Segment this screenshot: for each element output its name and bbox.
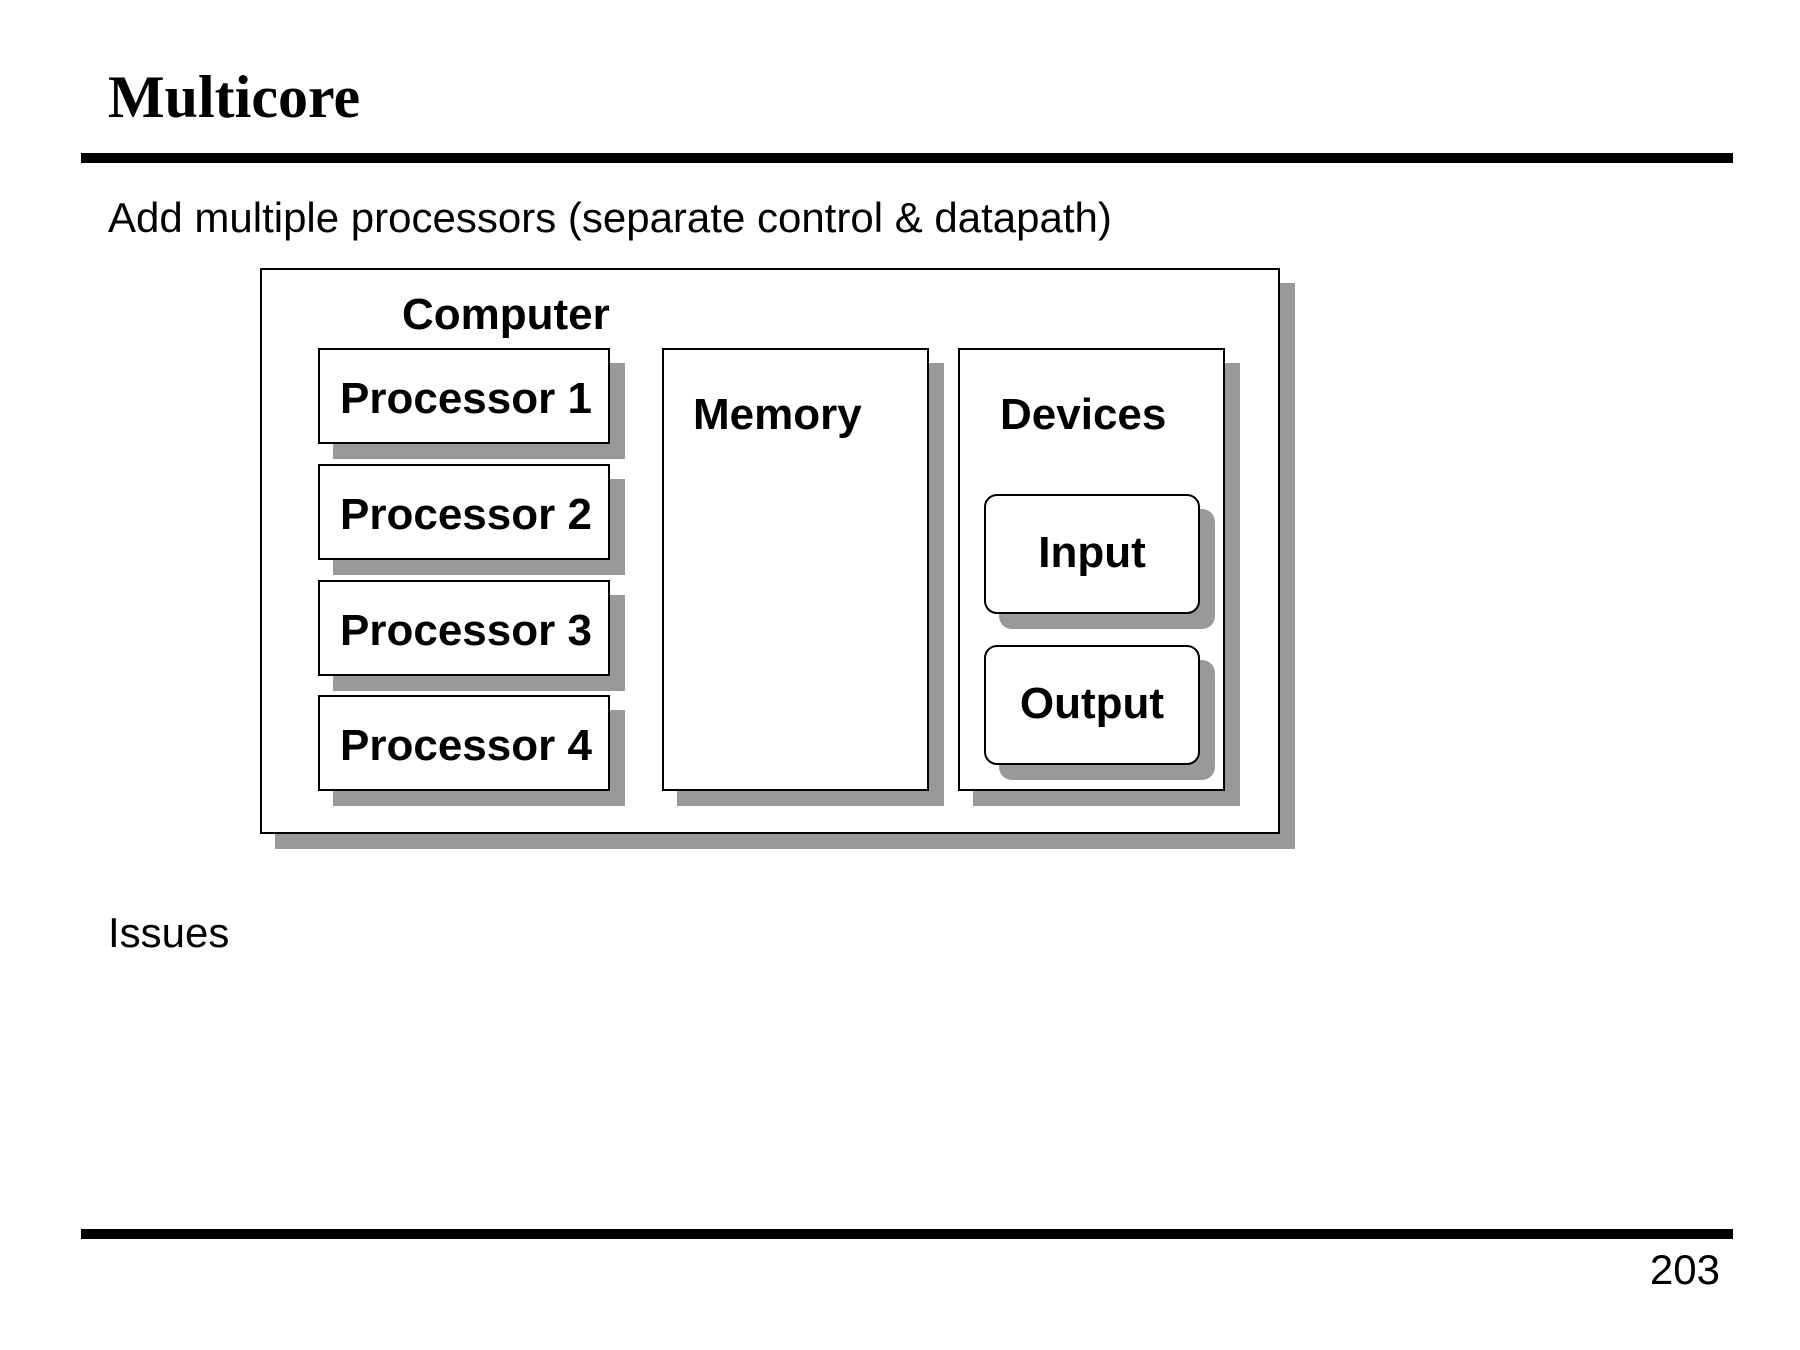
processor-label: Processor 2: [340, 490, 592, 539]
processor-1-box: Processor 1: [318, 348, 610, 444]
processor-label: Processor 1: [340, 374, 592, 423]
processor-3-box: Processor 3: [318, 580, 610, 676]
memory-label: Memory: [693, 390, 862, 439]
page-number: 203: [1649, 1246, 1720, 1293]
top-divider: [81, 153, 1733, 163]
devices-label: Devices: [1000, 390, 1167, 439]
processor-2-box: Processor 2: [318, 464, 610, 560]
output-label: Output: [1019, 679, 1165, 728]
input-box: Input: [984, 494, 1200, 614]
output-box: Output: [984, 645, 1200, 765]
bottom-divider: [81, 1229, 1733, 1239]
processor-label: Processor 3: [340, 606, 592, 655]
input-label: Input: [1038, 528, 1146, 577]
processor-label: Processor 4: [340, 721, 592, 770]
memory-box: Memory: [662, 348, 929, 791]
intro-text: Add multiple processors (separate contro…: [108, 194, 1112, 241]
issues-text: Issues: [108, 909, 230, 956]
processor-4-box: Processor 4: [318, 695, 610, 791]
slide-title: Multicore: [108, 64, 361, 130]
computer-label: Computer: [402, 290, 610, 339]
